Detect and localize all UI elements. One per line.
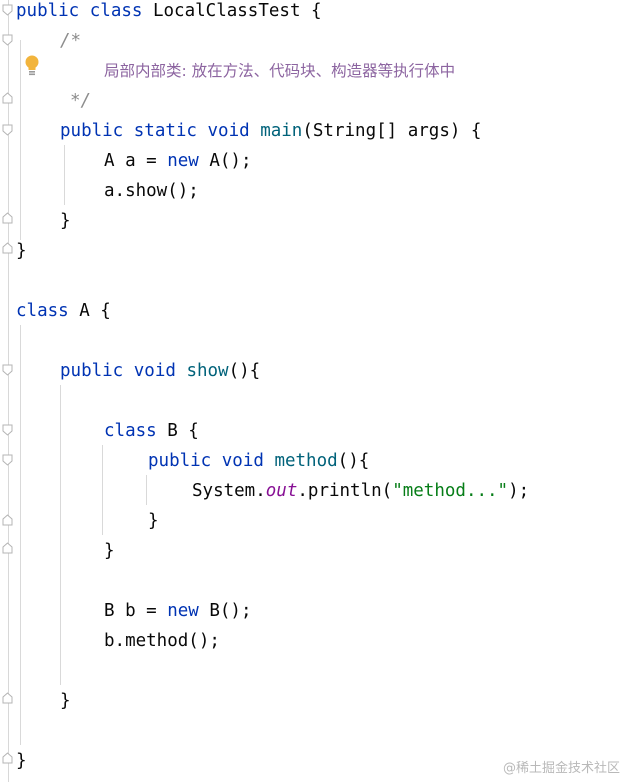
code-text: } bbox=[60, 211, 71, 231]
keyword: public void bbox=[60, 361, 176, 381]
indent-guide bbox=[146, 475, 147, 505]
code-text: } bbox=[148, 511, 159, 531]
fold-end-icon[interactable] bbox=[2, 212, 13, 224]
code-line: public static void main(String[] args) { bbox=[60, 116, 481, 146]
code-line: } bbox=[60, 206, 71, 236]
brace: { bbox=[311, 1, 322, 21]
code-line: } bbox=[148, 506, 159, 536]
code-text: (){ bbox=[337, 451, 370, 471]
fold-marker-icon[interactable] bbox=[2, 424, 13, 436]
code-text: ); bbox=[508, 481, 530, 501]
code-line: public void method(){ bbox=[148, 446, 369, 476]
code-text: } bbox=[60, 691, 71, 711]
indent-guide bbox=[20, 325, 21, 745]
class-name: LocalClassTest bbox=[152, 1, 301, 21]
comment-close: */ bbox=[70, 91, 92, 111]
code-line: */ bbox=[70, 86, 91, 116]
watermark: @稀土掘金技术社区 bbox=[502, 761, 620, 776]
string-literal: "method..." bbox=[392, 481, 509, 501]
code-text: B(); bbox=[198, 601, 252, 621]
indent-guide bbox=[102, 445, 103, 535]
comment-open: /* bbox=[60, 31, 82, 51]
code-text: B { bbox=[167, 421, 199, 441]
code-text: A a = bbox=[104, 151, 168, 171]
code-line: class B { bbox=[104, 416, 199, 446]
static-field: out bbox=[265, 481, 298, 501]
code-text: System. bbox=[192, 481, 266, 501]
keyword: class bbox=[16, 301, 69, 321]
indent-guide bbox=[64, 145, 65, 205]
fold-end-icon[interactable] bbox=[2, 92, 13, 104]
keyword: public void bbox=[148, 451, 264, 471]
code-text: } bbox=[16, 751, 27, 771]
method-name: main bbox=[260, 121, 303, 141]
fold-marker-icon[interactable] bbox=[2, 34, 13, 46]
code-line: } bbox=[60, 686, 71, 716]
code-text: (){ bbox=[228, 361, 261, 381]
keyword: new bbox=[167, 601, 199, 621]
code-line: } bbox=[104, 536, 115, 566]
fold-end-icon[interactable] bbox=[2, 692, 13, 704]
method-name: show bbox=[186, 361, 229, 381]
keyword: new bbox=[167, 151, 199, 171]
keyword: public class bbox=[16, 1, 143, 21]
code-line: System.out.println("method..."); bbox=[192, 476, 529, 506]
indent-guide bbox=[20, 40, 21, 240]
comment-text: 局部内部类: 放在方法、代码块、构造器等执行体中 bbox=[104, 62, 456, 80]
code-text: A { bbox=[79, 301, 111, 321]
fold-marker-icon[interactable] bbox=[2, 454, 13, 466]
gutter-divider bbox=[8, 0, 9, 782]
code-line: class A { bbox=[16, 296, 111, 326]
keyword: class bbox=[104, 421, 157, 441]
code-line: } bbox=[16, 746, 27, 776]
fold-marker-icon[interactable] bbox=[2, 364, 13, 376]
code-line: 局部内部类: 放在方法、代码块、构造器等执行体中 bbox=[104, 56, 455, 86]
fold-marker-icon[interactable] bbox=[2, 4, 13, 16]
code-line: A a = new A(); bbox=[104, 146, 252, 176]
code-text: } bbox=[16, 241, 27, 261]
code-text: .println( bbox=[297, 481, 393, 501]
fold-end-icon[interactable] bbox=[2, 752, 13, 764]
code-line: b.method(); bbox=[104, 626, 220, 656]
indent-guide bbox=[60, 385, 61, 685]
code-text: b.method(); bbox=[104, 631, 220, 651]
keyword: public static void bbox=[60, 121, 250, 141]
code-text: B b = bbox=[104, 601, 168, 621]
fold-marker-icon[interactable] bbox=[2, 124, 13, 136]
code-text: a.show(); bbox=[104, 181, 199, 201]
code-text: (String[] args) { bbox=[302, 121, 482, 141]
code-line: } bbox=[16, 236, 27, 266]
code-text: } bbox=[104, 541, 115, 561]
method-name: method bbox=[274, 451, 338, 471]
code-text: A(); bbox=[198, 151, 252, 171]
fold-end-icon[interactable] bbox=[2, 242, 13, 254]
code-line: public class LocalClassTest { bbox=[16, 0, 322, 26]
code-line: public void show(){ bbox=[60, 356, 260, 386]
code-line: B b = new B(); bbox=[104, 596, 252, 626]
lightbulb-icon[interactable] bbox=[24, 55, 40, 77]
code-line: /* bbox=[60, 26, 81, 56]
code-line: a.show(); bbox=[104, 176, 199, 206]
fold-end-icon[interactable] bbox=[2, 542, 13, 554]
fold-end-icon[interactable] bbox=[2, 514, 13, 526]
